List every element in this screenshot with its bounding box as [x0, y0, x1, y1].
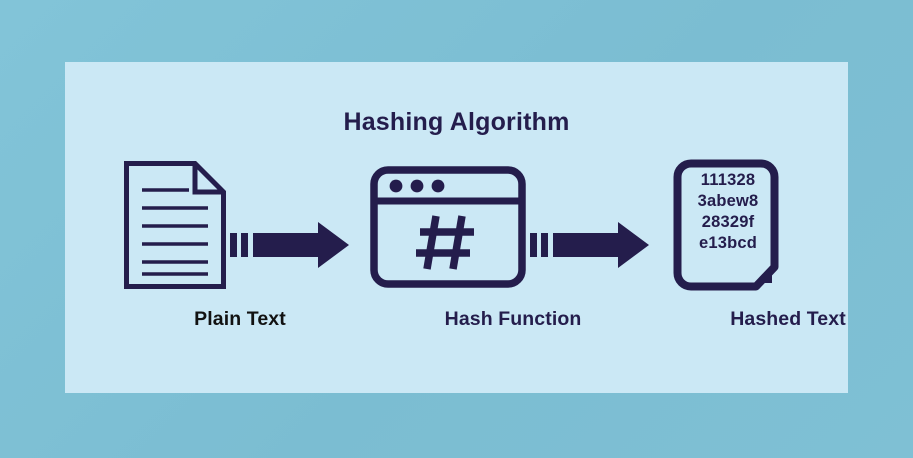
stage-label-plain-text: Plain Text [194, 308, 286, 330]
arrow-right-icon [230, 222, 349, 268]
plain-text-document [123, 160, 227, 290]
document-hash-icon [673, 159, 779, 291]
stage-label-hashed-text: Hashed Text [730, 308, 846, 330]
hash-line-2: 3abew8 [697, 192, 759, 210]
hash-function-window [370, 166, 526, 288]
window-hash-icon [370, 166, 526, 288]
hashed-text-value: 111328 3abew8 28329f e13bcd [673, 170, 783, 254]
connector-arrow-2 [530, 220, 650, 270]
hash-line-4: e13bcd [698, 234, 758, 252]
hashed-text-document [673, 159, 783, 291]
document-lines-icon [124, 161, 226, 289]
arrow-right-icon [530, 222, 649, 268]
hash-line-1: 111328 [700, 171, 756, 189]
diagram-panel: Hashing Algorithm [65, 62, 848, 393]
hash-line-3: 28329f [701, 213, 755, 231]
connector-arrow-1 [230, 220, 350, 270]
stage-label-hash-function: Hash Function [444, 308, 582, 330]
page-title: Hashing Algorithm [343, 108, 570, 136]
